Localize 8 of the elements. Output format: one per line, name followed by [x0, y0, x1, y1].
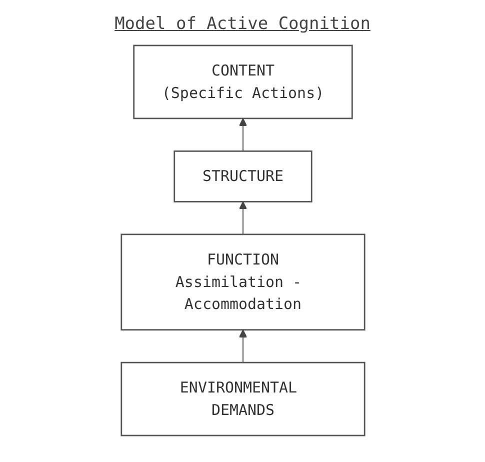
arrow: [238, 118, 247, 152]
diagram-title: Model of Active Cognition: [114, 14, 372, 34]
node-box: STRUCTURE: [173, 150, 312, 202]
arrow: [238, 329, 247, 364]
node-box: CONTENT (Specific Actions): [132, 44, 352, 120]
node-box: ENVIRONMENTAL DEMANDS: [120, 362, 365, 436]
node-box: FUNCTION Assimilation - Accommodation: [120, 234, 365, 331]
arrow: [238, 201, 247, 235]
